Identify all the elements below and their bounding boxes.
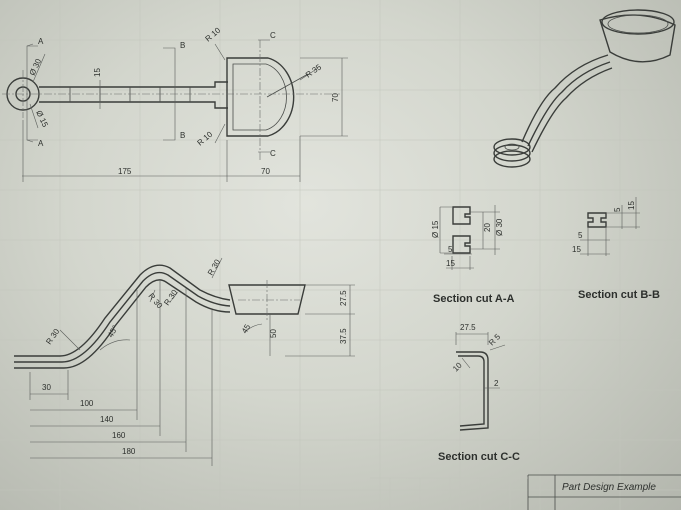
label-section-a-top: A — [38, 37, 44, 46]
label-section-c-top: C — [270, 31, 276, 40]
label-bb-5-bottom: 5 — [578, 231, 583, 240]
label-diameter-30: Ø 30 — [28, 57, 44, 77]
label-section-a-bottom: A — [38, 139, 44, 148]
caption-section-aa: Section cut A-A — [433, 293, 515, 305]
dimension-labels: A A B B C C R 10 R 10 R 35 Ø 30 Ø 15 15 … — [28, 25, 660, 493]
label-r35: R 35 — [304, 62, 323, 79]
label-180: 180 — [122, 447, 136, 456]
title-block — [370, 474, 681, 510]
section-bb — [580, 197, 640, 256]
label-27-5: 27.5 — [339, 290, 348, 306]
label-aa-diameter-15: Ø 15 — [431, 220, 440, 238]
section-cc — [455, 332, 506, 431]
label-cc-2: 2 — [494, 379, 499, 388]
label-cc-27-5: 27.5 — [460, 323, 476, 332]
label-cc-r5: R 5 — [487, 332, 503, 348]
label-37-5: 37.5 — [339, 328, 348, 344]
label-30: 30 — [42, 383, 51, 392]
title-block-text: Part Design Example — [562, 482, 656, 493]
arm-lower-edge — [39, 101, 228, 109]
label-aa-5: 5 — [448, 245, 453, 254]
label-bb-15-bottom: 15 — [572, 245, 581, 254]
label-r30-1: R 30 — [44, 327, 61, 346]
label-aa-20: 20 — [483, 223, 492, 232]
label-section-c-bottom: C — [270, 149, 276, 158]
label-angle-45-left: 45° — [106, 324, 120, 339]
cup-outline — [226, 57, 295, 137]
caption-section-cc: Section cut C-C — [438, 451, 520, 463]
label-aa-diameter-30: Ø 30 — [495, 218, 504, 236]
label-length-175: 175 — [118, 167, 132, 176]
label-section-b-top: B — [180, 41, 185, 50]
arm-upper-edge — [39, 81, 228, 88]
top-view — [2, 39, 348, 182]
label-bb-5-top: 5 — [613, 207, 622, 212]
label-r30-4: R 30 — [162, 288, 179, 307]
cup-side — [228, 284, 306, 315]
label-100: 100 — [80, 399, 94, 408]
label-section-b-bottom: B — [180, 131, 185, 140]
label-140: 140 — [100, 415, 114, 424]
label-bb-15-top: 15 — [627, 201, 636, 210]
label-arm-width: 15 — [93, 68, 102, 77]
caption-section-bb: Section cut B-B — [578, 289, 660, 301]
label-depth-50: 50 — [269, 329, 278, 338]
label-cc-10: 10 — [451, 360, 464, 373]
isometric-view — [493, 9, 676, 168]
label-r10-bottom: R 10 — [196, 129, 215, 147]
label-aa-15: 15 — [446, 259, 455, 268]
section-aa — [439, 205, 500, 270]
front-view — [14, 257, 355, 466]
label-cup-width-70: 70 — [331, 93, 340, 102]
label-angle-45-right: 45 — [240, 322, 253, 335]
label-diameter-15: Ø 15 — [34, 109, 50, 129]
label-cup-length-70: 70 — [261, 167, 270, 176]
label-160: 160 — [112, 431, 126, 440]
